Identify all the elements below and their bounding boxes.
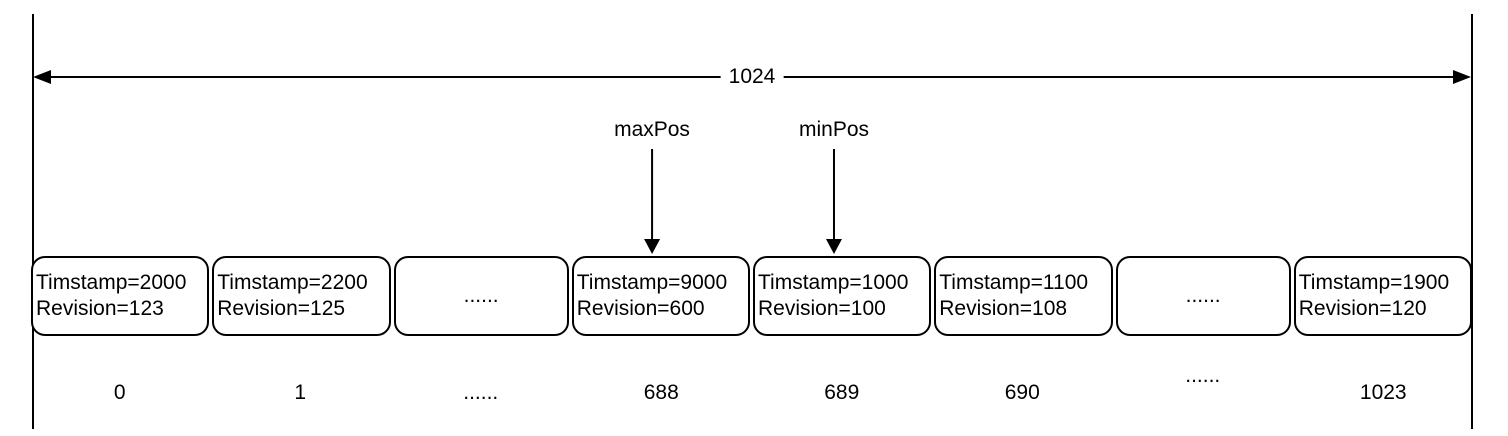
slot-ellipsis: ...... <box>393 256 569 336</box>
right-boundary-line <box>1471 14 1473 429</box>
slot-1023: Timstamp=1900 Revision=120 <box>1293 256 1472 336</box>
index-label: ...... <box>463 381 499 404</box>
minpos-arrow-line <box>833 149 835 239</box>
index-label: 0 <box>113 381 126 404</box>
slot-revision: Revision=125 <box>217 297 346 320</box>
slot-timestamp: Timstamp=1100 <box>939 271 1089 294</box>
slot-revision: Revision=100 <box>758 297 886 320</box>
index-label: ...... <box>1185 364 1221 387</box>
slot-revision: Revision=600 <box>576 297 705 320</box>
maxpos-pointer: maxPos <box>614 117 690 254</box>
maxpos-label: maxPos <box>614 118 690 141</box>
slot-689: Timstamp=1000 Revision=100 <box>753 256 932 336</box>
minpos-label: minPos <box>798 118 870 141</box>
slot-timestamp: Timstamp=1900 <box>1298 271 1450 294</box>
slot-revision: Revision=108 <box>939 297 1068 320</box>
slot-timestamp: Timstamp=9000 <box>576 271 728 294</box>
arrowhead-right-icon <box>1453 70 1471 84</box>
ellipsis-text: ...... <box>1185 284 1221 307</box>
slot-690: Timstamp=1100 Revision=108 <box>934 256 1113 336</box>
ellipsis-text: ...... <box>463 284 499 307</box>
slot-timestamp: Timstamp=1000 <box>758 271 909 294</box>
slot-revision: Revision=123 <box>36 297 164 320</box>
slot-688: Timstamp=9000 Revision=600 <box>571 256 750 336</box>
slot-revision: Revision=120 <box>1298 297 1427 320</box>
slot-ellipsis: ...... <box>1115 256 1291 336</box>
slots-row: Timstamp=2000 Revision=123 Timstamp=2200… <box>31 256 1472 336</box>
index-label: 1023 <box>1359 381 1407 404</box>
capacity-label: 1024 <box>720 65 784 89</box>
arrowhead-left-icon <box>33 70 51 84</box>
maxpos-arrow-line <box>650 149 653 239</box>
index-label: 688 <box>643 381 679 404</box>
index-row: 0 1 ...... 688 689 690 ...... 1023 <box>31 364 1472 405</box>
left-boundary-line <box>32 14 34 429</box>
minpos-pointer: minPos <box>799 117 869 254</box>
index-label: 690 <box>1004 381 1040 404</box>
down-arrowhead-icon <box>826 239 842 254</box>
index-label: 1 <box>294 381 307 404</box>
slot-1: Timstamp=2200 Revision=125 <box>212 256 391 336</box>
slot-timestamp: Timstamp=2200 <box>217 271 368 294</box>
index-label: 689 <box>824 381 860 404</box>
down-arrowhead-icon <box>643 239 660 254</box>
slot-timestamp: Timstamp=2000 <box>36 271 187 294</box>
slot-0: Timstamp=2000 Revision=123 <box>31 256 210 336</box>
